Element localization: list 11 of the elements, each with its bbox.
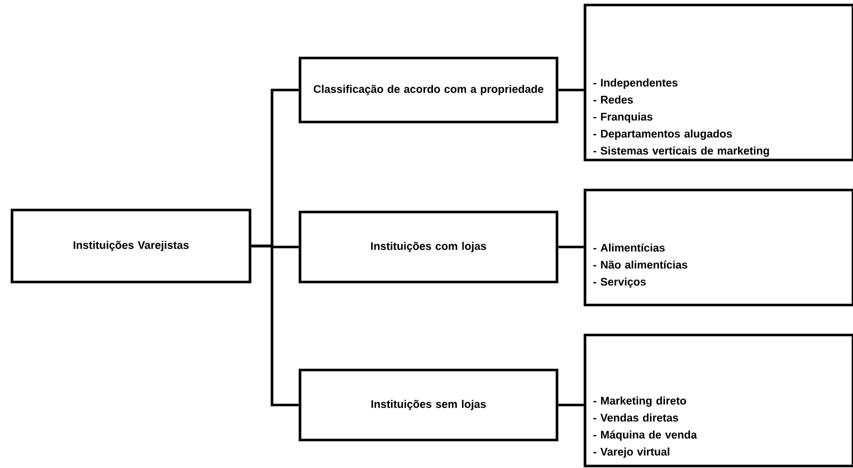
category-box: Instituições Varejistas bbox=[10, 208, 252, 284]
category-box: Instituições sem lojas bbox=[298, 368, 558, 442]
list-box: - Marketing direto - Vendas diretas - Máquina de venda - Varejo virtual bbox=[584, 334, 853, 468]
category-box: Instituições com lojas bbox=[298, 210, 558, 284]
connector-line bbox=[558, 246, 584, 248]
connector-line bbox=[558, 88, 584, 92]
list-box: - Alimentícias - Não alimentícias - Serviços bbox=[584, 188, 853, 306]
list-box: - Independentes - Redes - Franquias - Departamentos alugados - Sistemas verticais de marketing bbox=[584, 4, 853, 162]
category-box: Classificação de acordo com a propriedade bbox=[298, 56, 558, 124]
connector-line bbox=[251, 244, 299, 406]
connector-line bbox=[558, 404, 584, 406]
